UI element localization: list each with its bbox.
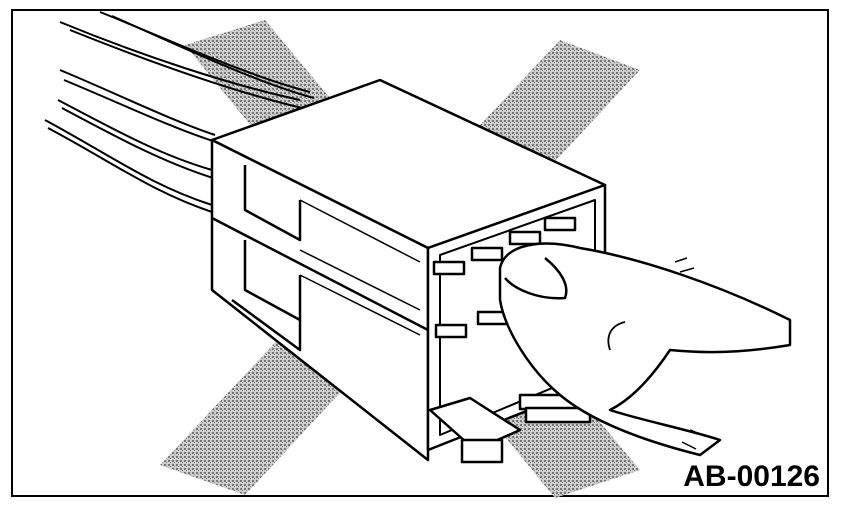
finger-icon xyxy=(498,242,792,457)
figure-reference-code: AB-00126 xyxy=(683,460,820,493)
wire-bundle xyxy=(44,11,315,213)
